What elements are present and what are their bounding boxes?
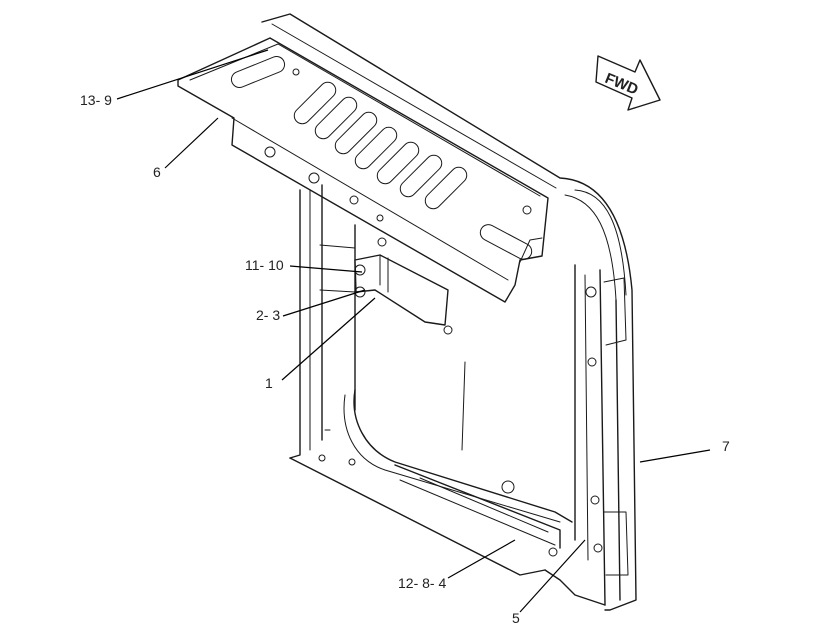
top-plate (177, 37, 549, 303)
leader-6 (164, 117, 219, 169)
callout-12-8-4: 12- 8- 4 (398, 575, 446, 591)
callout-11-10: 11- 10 (245, 257, 284, 273)
leader-lines (116, 49, 711, 613)
forward-direction-arrow: FWD (595, 55, 661, 111)
top-plate-bolts (264, 68, 532, 222)
rear-frame (261, 13, 637, 611)
callout-1: 1 (265, 375, 273, 391)
callout-6: 6 (153, 164, 161, 180)
right-post (574, 264, 629, 606)
leader-12-8-4 (447, 539, 516, 579)
leader-5 (519, 539, 586, 613)
leader-7 (639, 449, 711, 463)
leader-1 (281, 297, 376, 381)
inner-window (324, 361, 573, 523)
callout-2-3: 2- 3 (256, 307, 280, 323)
leader-11-10 (289, 265, 363, 273)
callout-7: 7 (722, 438, 730, 454)
callout-13-9: 13- 9 (80, 92, 112, 108)
leader-13-9 (116, 49, 269, 100)
left-post (289, 184, 546, 576)
top-plate-slots (230, 56, 533, 260)
callout-5: 5 (512, 610, 520, 626)
leader-2-3 (282, 289, 366, 317)
callout-labels: 13- 9 6 11- 10 2- 3 1 7 12- 8- 4 5 (80, 92, 730, 626)
bottom-rail (318, 454, 606, 606)
